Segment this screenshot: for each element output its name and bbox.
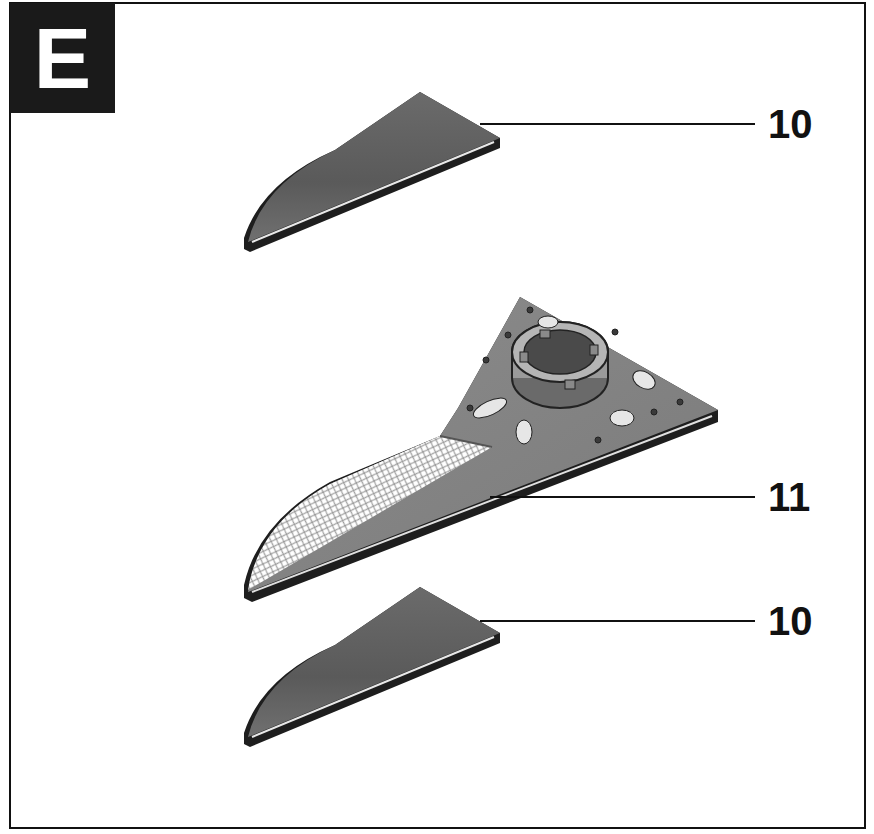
- figure-letter-box: E: [10, 3, 115, 113]
- sanding-sheet: [244, 92, 500, 252]
- leader-line: [480, 620, 755, 622]
- leader-line: [480, 123, 755, 125]
- callout-number: 10: [768, 601, 813, 641]
- figure-frame: [10, 3, 865, 828]
- sanding-sheet: [244, 587, 500, 747]
- callout-number: 10: [768, 104, 813, 144]
- callout-number: 11: [768, 477, 810, 517]
- leader-line: [490, 496, 755, 498]
- figure-letter: E: [34, 15, 91, 101]
- sanding-plate: [244, 297, 718, 602]
